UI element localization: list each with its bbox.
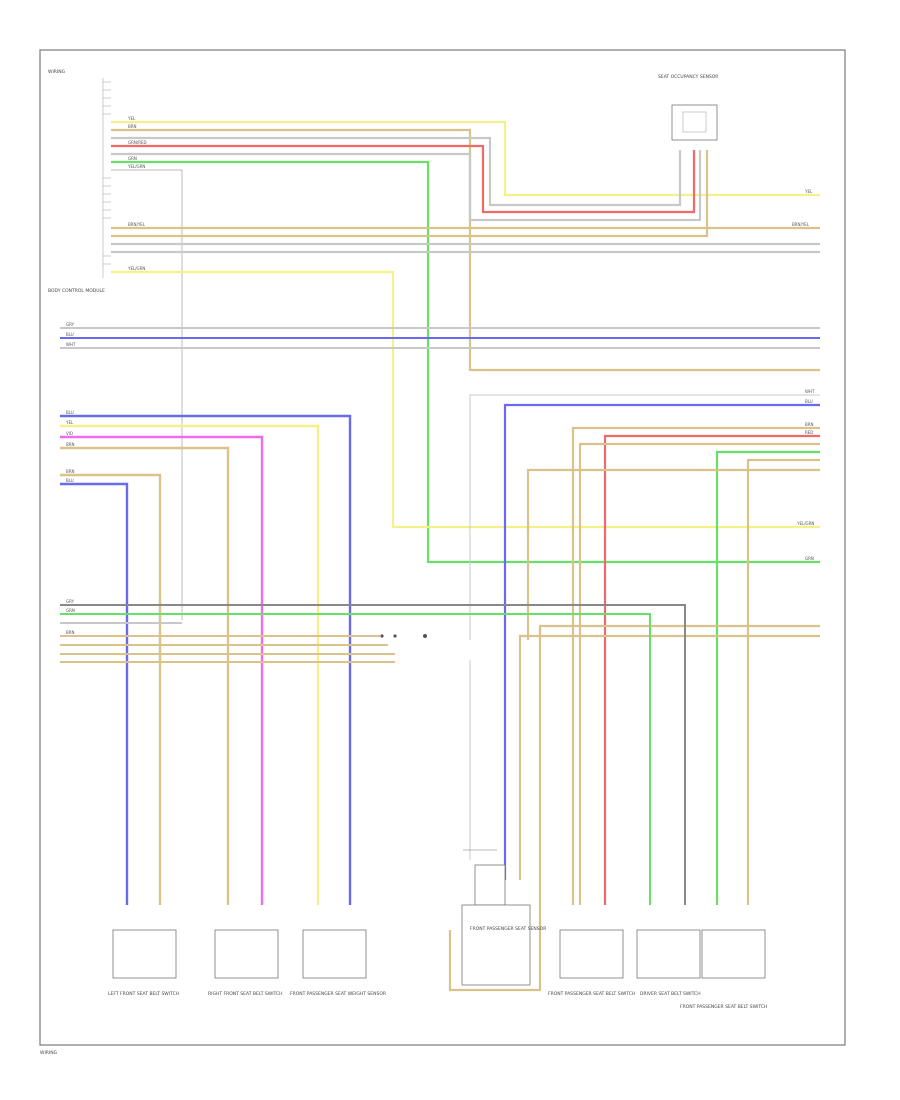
- switch-3-label: FRONT PASSENGER SEAT WEIGHT SENSOR: [290, 991, 386, 997]
- wire-label-mid-2: BLU: [66, 332, 74, 337]
- wire-label-mid-3: WHT: [66, 342, 76, 347]
- wire-label-right-yel: YEL: [804, 189, 813, 194]
- wire-label-brn-yel: BRN/YEL: [128, 222, 146, 227]
- wire-label-bus-3: BRN: [66, 630, 75, 635]
- wire-label-lower-2: YEL: [65, 420, 74, 425]
- wire-label-yel: YEL: [127, 116, 136, 121]
- center-sensor-label: FRONT PASSENGER SEAT SENSOR: [470, 926, 546, 932]
- middle-wire-set: [60, 327, 820, 349]
- wire-label-lower-1: BLU: [66, 410, 74, 415]
- switch-2-label: RIGHT FRONT SEAT BELT SWITCH: [208, 991, 283, 997]
- left-module-label: BODY CONTROL MODULE: [48, 288, 105, 294]
- left-switch-wires: [60, 414, 352, 905]
- right-wire-set: [448, 394, 820, 992]
- switch-3: FRONT PASSENGER SEAT WEIGHT SENSOR: [290, 929, 386, 997]
- top-right-module-label: SEAT OCCUPANCY SENSOR: [658, 74, 718, 80]
- switch-4: FRONT PASSENGER SEAT BELT SWITCH: [548, 929, 635, 997]
- wire-label-lower-4: BRN: [66, 442, 75, 447]
- wire-label-lower-6: BLU: [66, 478, 74, 483]
- switch-6-label: FRONT PASSENGER SEAT BELT SWITCH: [680, 1004, 767, 1010]
- top-right-module: SEAT OCCUPANCY SENSOR: [658, 74, 718, 141]
- wire-label-yel-grn-2: YEL/GRN: [127, 266, 145, 271]
- switch-2: RIGHT FRONT SEAT BELT SWITCH: [208, 929, 283, 997]
- wire-label-lower-5: BRN: [66, 469, 75, 474]
- wire-label-lower-3: VIO: [66, 431, 73, 436]
- switch-5: DRIVER SEAT BELT SWITCH: [636, 929, 701, 997]
- footer-label: WIRING: [40, 1050, 58, 1056]
- wire-label-right-brn-yel: BRN/YEL: [792, 222, 810, 227]
- diagram-frame: [39, 49, 846, 1046]
- wire-label-mid-1: GRY: [66, 322, 75, 327]
- wire-label-right-6: GRN: [805, 556, 814, 561]
- wire-label-right-4: RED: [805, 430, 813, 435]
- left-module-connector: [102, 78, 111, 278]
- switch-6: FRONT PASSENGER SEAT BELT SWITCH: [680, 929, 767, 1010]
- top-left-label: WIRING: [48, 69, 66, 75]
- wire-label-yel-grn: YEL/GRN: [127, 164, 145, 169]
- wire-label-right-1: WHT: [805, 389, 815, 394]
- wire-label-right-3: BRN: [805, 422, 814, 427]
- switch-4-label: FRONT PASSENGER SEAT BELT SWITCH: [548, 991, 635, 997]
- wire-label-grn-red: GRN/RED: [128, 140, 147, 145]
- switch-1: LEFT FRONT SEAT BELT SWITCH: [108, 929, 179, 997]
- switch-5-label: DRIVER SEAT BELT SWITCH: [640, 991, 701, 997]
- wire-label-grn: GRN: [128, 156, 137, 161]
- switch-1-label: LEFT FRONT SEAT BELT SWITCH: [108, 991, 179, 997]
- bottom-bus-wires: [60, 604, 686, 905]
- wire-label-bus-2: GRN: [66, 608, 75, 613]
- center-sensor: FRONT PASSENGER SEAT SENSOR: [461, 660, 546, 986]
- splice-points: [380, 634, 427, 638]
- upper-wire-bundle: [111, 120, 820, 620]
- wire-label-right-2: BLU: [805, 399, 813, 404]
- wire-label-bus-1: GRY: [66, 599, 75, 604]
- wire-label-right-5: YEL/GRN: [796, 521, 814, 526]
- wire-label-brn: BRN: [128, 124, 137, 129]
